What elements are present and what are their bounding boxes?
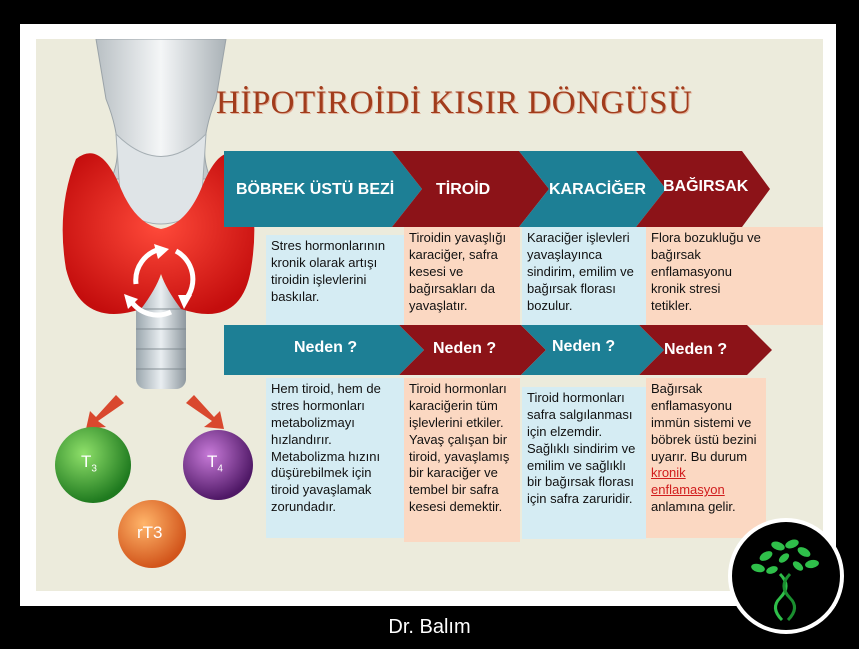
rt3-label: rT3 — [137, 523, 163, 542]
chevron-tiroid — [392, 151, 549, 227]
page-title: HİPOTİROİDİ KISIR DÖNGÜSÜ — [216, 85, 693, 121]
chevron-neden-2 — [399, 325, 546, 375]
tree-leaves-icon — [751, 539, 819, 574]
thyroid-illustration — [62, 39, 255, 429]
t4-ball — [183, 430, 253, 500]
chevron-karaciger — [519, 151, 666, 227]
arrow-to-t4-icon — [186, 395, 224, 429]
label-tiroid: TİROİD — [436, 181, 491, 198]
footer-author: Dr. Balım — [388, 616, 471, 638]
chevron-neden-1 — [224, 325, 424, 375]
label-neden-3: Neden ? — [552, 338, 616, 355]
row1-box-karaciger: Karaciğer işlevleri yavaşlayınca sindiri… — [522, 227, 646, 325]
label-bagirsak: BAĞIRSAK — [663, 178, 749, 195]
row1-box-bobrek: Stres hormonlarının kronik olarak artışı… — [266, 235, 404, 325]
thyroid-gland — [62, 153, 255, 314]
row2-box-4-text: Bağırsak enflamasyonu immün sistemi ve b… — [651, 381, 757, 464]
chevron-neden-4 — [639, 325, 772, 375]
chevron-bagirsak — [636, 151, 770, 227]
label-neden-2: Neden ? — [433, 340, 497, 357]
chevron-bobrek — [224, 151, 422, 227]
t3-ball — [55, 427, 131, 503]
slide-canvas: T3 T4 rT3 HİPOTİROİDİ KISIR DÖNGÜSÜ BÖBR… — [36, 39, 823, 591]
t3-label: T3 — [81, 452, 97, 475]
hormone-balls — [55, 427, 253, 568]
row1-chevrons — [224, 151, 770, 227]
label-karaciger: KARACİĞER — [549, 181, 646, 198]
row2-box-4-after: anlamına gelir. — [651, 499, 736, 515]
trachea-rings — [136, 308, 186, 370]
row1-box-tiroid: Tiroidin yavaşlığı karaciğer, safra kese… — [404, 227, 520, 329]
kronik-enflamasyon-link[interactable]: kronik enflamasyon — [651, 465, 725, 498]
row1-box-bagirsak: Flora bozukluğu ve bağırsak enflamasyonu… — [646, 227, 823, 325]
t4-label: T4 — [207, 452, 223, 475]
row2-box-1: Hem tiroid, hem de stres hormonları meta… — [266, 378, 404, 538]
label-bobrek: BÖBREK ÜSTÜ BEZİ — [236, 181, 395, 198]
row2-box-2: Tiroid hormonları karaciğerin tüm işlevl… — [404, 378, 520, 542]
chevron-neden-3 — [521, 325, 664, 375]
dr-balim-logo — [728, 518, 844, 634]
row2-box-4-before: Bu durum — [690, 448, 748, 464]
row2-box-3: Tiroid hormonları safra salgılanması içi… — [522, 387, 646, 539]
arrow-to-t3-icon — [86, 395, 124, 429]
label-neden-4: Neden ? — [664, 341, 728, 358]
rt3-ball — [118, 500, 186, 568]
row2-chevrons — [224, 325, 772, 375]
label-neden-1: Neden ? — [294, 339, 358, 356]
trachea-shape — [136, 279, 186, 389]
row2-box-4: Bağırsak enflamasyonu immün sistemi ve b… — [646, 378, 766, 538]
dna-trunk-icon — [774, 572, 796, 622]
